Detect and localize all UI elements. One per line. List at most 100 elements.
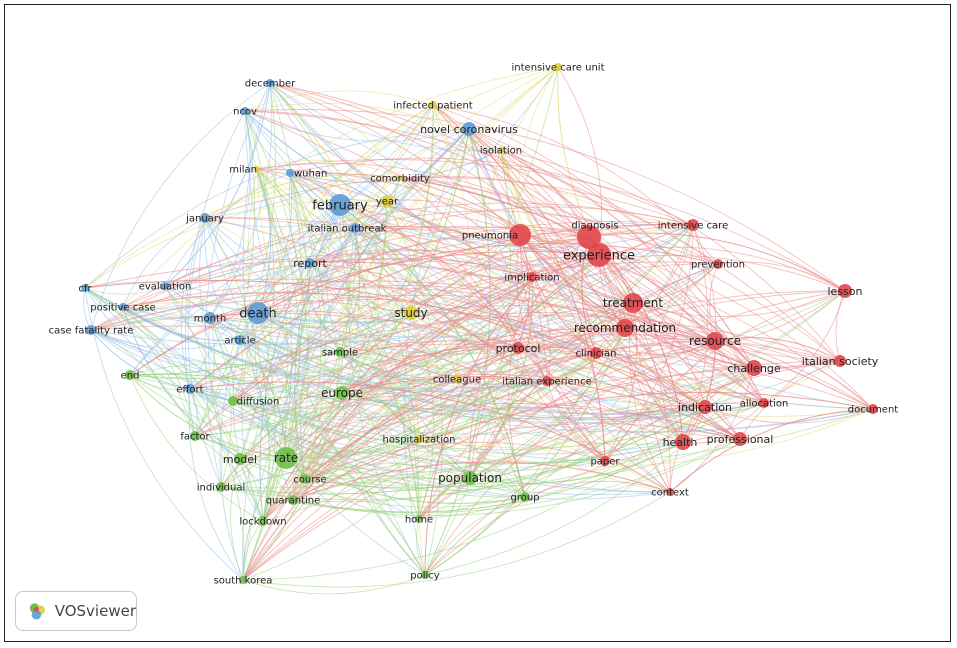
- node-course[interactable]: [300, 474, 310, 484]
- node-implication[interactable]: [527, 272, 537, 282]
- edge-381: [194, 435, 294, 501]
- node-south-korea[interactable]: [239, 576, 247, 584]
- node-context[interactable]: [666, 488, 674, 496]
- node-quarantine[interactable]: [288, 495, 298, 505]
- edge-297: [341, 104, 434, 394]
- node-indication[interactable]: [698, 400, 712, 414]
- node-health[interactable]: [675, 434, 691, 450]
- node-evaluation[interactable]: [161, 282, 169, 290]
- node-article[interactable]: [235, 335, 245, 345]
- node-prevention[interactable]: [713, 259, 723, 269]
- node-positive-case[interactable]: [119, 303, 127, 311]
- node-professional[interactable]: [733, 432, 747, 446]
- node-death[interactable]: [247, 302, 269, 324]
- label-effort: effort: [176, 385, 203, 396]
- edge-707: [604, 302, 638, 462]
- node-colleague[interactable]: [453, 375, 461, 383]
- node-document[interactable]: [868, 404, 878, 414]
- edge-514: [204, 177, 694, 226]
- node-protocol[interactable]: [512, 342, 524, 354]
- node-italian-society[interactable]: [834, 355, 846, 367]
- node-effort[interactable]: [185, 384, 195, 394]
- node-paper[interactable]: [600, 456, 610, 466]
- node-intensive-care[interactable]: [687, 219, 699, 231]
- node-policy[interactable]: [421, 571, 429, 579]
- node-allocation[interactable]: [759, 398, 769, 408]
- node-wuhan[interactable]: [286, 169, 294, 177]
- edge-669: [410, 305, 874, 410]
- edge-604: [194, 333, 841, 437]
- edge-652: [418, 406, 706, 520]
- node-intensive-care-unit[interactable]: [554, 63, 562, 71]
- node-italian-experience[interactable]: [542, 376, 552, 386]
- edge-674: [285, 406, 741, 459]
- node-cfr[interactable]: [81, 284, 89, 292]
- edge-230: [410, 312, 606, 462]
- node-case-fatality-rate[interactable]: [86, 325, 96, 335]
- node-february[interactable]: [329, 194, 351, 216]
- edge-645: [189, 343, 765, 404]
- node-sample[interactable]: [335, 347, 345, 357]
- node-novel-coronavirus[interactable]: [462, 122, 476, 136]
- node-diffusion[interactable]: [228, 396, 238, 406]
- edge-480: [220, 254, 600, 488]
- node-end[interactable]: [125, 370, 135, 380]
- node-resource[interactable]: [706, 332, 724, 350]
- node-january[interactable]: [200, 213, 210, 223]
- node-europe[interactable]: [335, 386, 349, 400]
- node-clinician[interactable]: [590, 347, 602, 359]
- edge-709: [669, 367, 755, 493]
- label-course: course: [293, 475, 326, 486]
- node-recommendation[interactable]: [616, 319, 634, 337]
- edge-217: [257, 200, 388, 314]
- node-december[interactable]: [266, 79, 274, 87]
- node-experience[interactable]: [587, 243, 611, 267]
- node-home[interactable]: [415, 515, 423, 523]
- node-infected-patient[interactable]: [429, 101, 437, 109]
- edge-680: [339, 204, 741, 440]
- node-pneumonia[interactable]: [509, 224, 531, 246]
- edge-510: [164, 202, 694, 287]
- edge-662: [232, 346, 874, 410]
- node-model[interactable]: [234, 453, 246, 465]
- node-lesson[interactable]: [838, 284, 852, 298]
- label-indication: indication: [678, 401, 732, 414]
- label-prevention: prevention: [691, 260, 745, 271]
- node-treatment[interactable]: [623, 293, 643, 313]
- node-month[interactable]: [204, 312, 216, 324]
- node-study[interactable]: [404, 306, 418, 320]
- node-rate[interactable]: [275, 447, 297, 469]
- label-hospitalization: hospitalization: [383, 435, 456, 446]
- edge-430: [242, 491, 671, 588]
- node-ncov[interactable]: [241, 107, 249, 115]
- label-february: february: [312, 199, 368, 214]
- node-lockdown[interactable]: [258, 516, 268, 526]
- node-milan[interactable]: [254, 166, 260, 172]
- node-year[interactable]: [381, 195, 393, 207]
- label-south-korea: south korea: [214, 576, 273, 587]
- node-hospitalization[interactable]: [415, 435, 423, 443]
- edge-239: [432, 104, 472, 380]
- edge-520: [432, 104, 719, 265]
- node-comorbidity[interactable]: [397, 175, 403, 181]
- node-group[interactable]: [520, 492, 530, 502]
- node-diagnosis[interactable]: [577, 225, 601, 249]
- edge-629: [339, 204, 548, 382]
- edge-651: [669, 406, 706, 493]
- edge-703: [519, 234, 606, 462]
- vosviewer-badge[interactable]: VOSviewer: [15, 591, 137, 631]
- label-wuhan: wuhan: [294, 169, 327, 180]
- edge-612: [244, 110, 841, 362]
- node-individual[interactable]: [216, 482, 226, 492]
- node-isolation[interactable]: [498, 147, 504, 153]
- node-factor[interactable]: [190, 431, 200, 441]
- node-population[interactable]: [463, 471, 477, 485]
- node-italian-outbreak[interactable]: [350, 223, 360, 233]
- label-policy: policy: [410, 571, 440, 582]
- edge-326: [239, 458, 526, 508]
- edge-435: [122, 306, 426, 576]
- edge-584: [256, 168, 597, 354]
- node-challenge[interactable]: [746, 360, 762, 376]
- node-report[interactable]: [305, 258, 315, 268]
